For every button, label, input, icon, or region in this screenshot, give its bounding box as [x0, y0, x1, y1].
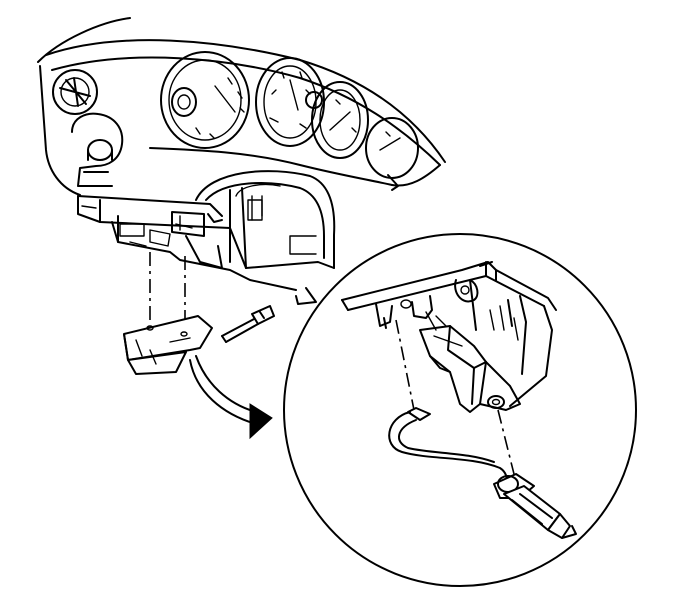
detail-view-circle: [283, 233, 637, 587]
sensor-connector-small: [221, 305, 275, 343]
sensor-bracket: [341, 261, 557, 413]
alignment-lines-detail: [395, 319, 517, 483]
sensor-connector: [493, 473, 577, 539]
detail-callout-arrow: [189, 355, 273, 440]
lower-panel-structure: [77, 195, 297, 291]
steering-column-opening: [195, 170, 336, 305]
sensor-cover-panel: [123, 315, 213, 375]
air-vent: [52, 69, 98, 115]
instrument-panel: [37, 17, 446, 305]
headlamp-switch: [71, 112, 124, 187]
sensor-wire: [388, 407, 508, 485]
instrument-cluster: [160, 51, 419, 191]
